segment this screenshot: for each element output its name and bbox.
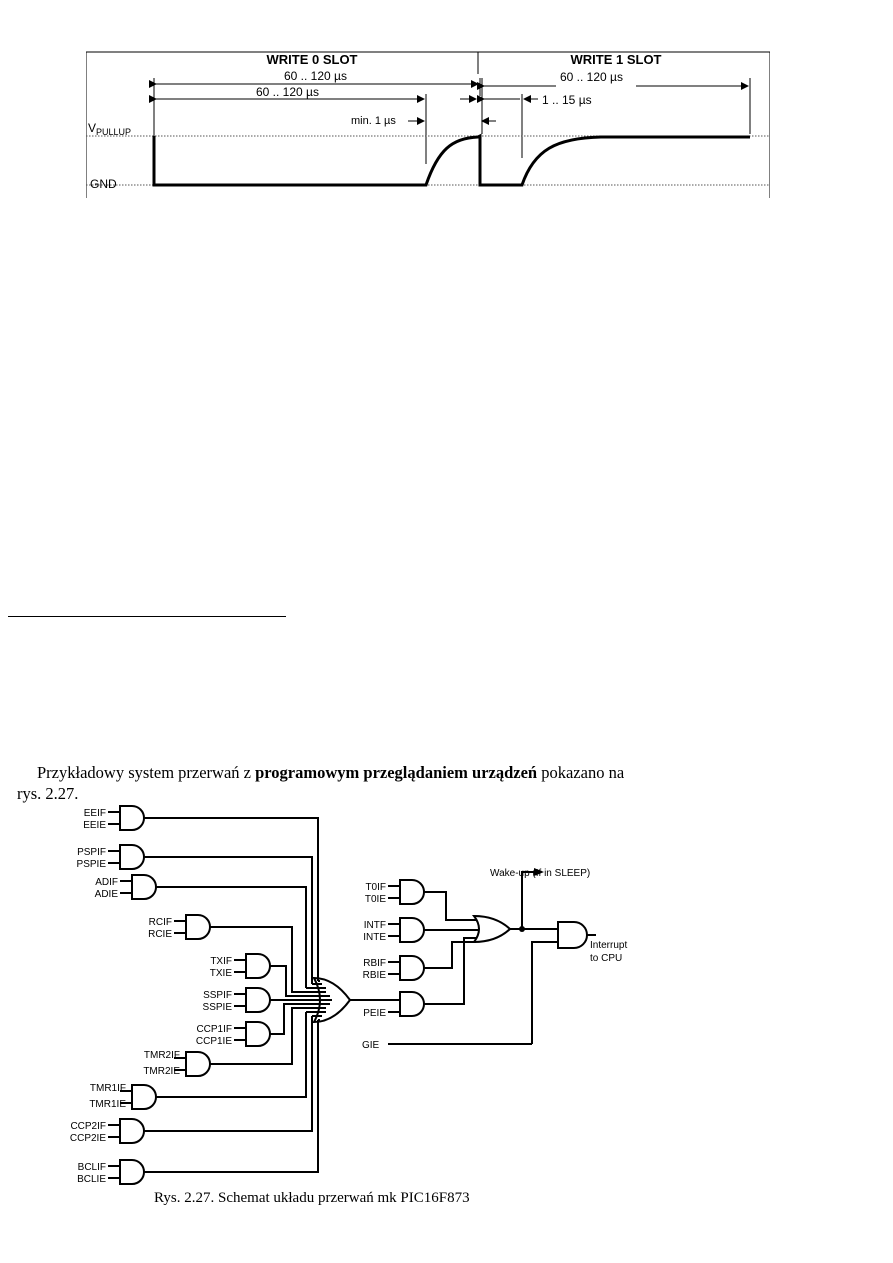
label-tmr1ie: TMR1IE	[89, 1099, 126, 1110]
wire-ad	[156, 886, 307, 988]
and-gate-int	[399, 917, 425, 943]
and-gate-rc	[185, 914, 211, 940]
and-gate-final	[557, 921, 588, 949]
label-to-cpu: to CPU	[590, 953, 622, 964]
label-ccp1ie: CCP1IE	[196, 1036, 232, 1047]
label-bclif: BCLIF	[78, 1162, 106, 1173]
and-gate-ssp	[245, 987, 271, 1013]
and-gate-bcl	[119, 1159, 145, 1185]
label-ccp2if: CCP2IF	[70, 1121, 106, 1132]
label-interrupt: Interrupt	[590, 940, 627, 951]
label-tmr2ie: TMR2IE	[143, 1066, 180, 1077]
and-gate-rb	[399, 955, 425, 981]
label-t0if: T0IF	[365, 882, 386, 893]
intro-paragraph: Przykładowy system przerwań z programowy…	[17, 762, 647, 804]
figure-caption: Rys. 2.27. Schemat układu przerwań mk PI…	[154, 1190, 470, 1206]
and-gate-ad	[131, 874, 157, 900]
label-inte: INTE	[363, 932, 386, 943]
label-gie: GIE	[362, 1040, 380, 1051]
label-peie: PEIE	[363, 1008, 386, 1019]
label-pspif: PSPIF	[77, 847, 106, 858]
interrupt-logic-diagram: EEIF EEIE PSPIF PSPIE ADIF ADIE RCIF RCI…	[70, 805, 627, 1185]
slot1-total-label: 60 .. 120 µs	[560, 70, 623, 84]
wire-rc	[210, 926, 326, 993]
label-bclie: BCLIE	[77, 1174, 106, 1185]
wire-rb	[424, 941, 476, 969]
peripheral-or-gate	[312, 976, 352, 1024]
label-rcie: RCIE	[148, 929, 172, 940]
label-t0ie: T0IE	[365, 894, 386, 905]
wire-psp	[144, 856, 313, 984]
and-gate-ee	[119, 805, 145, 831]
label-adif: ADIF	[95, 877, 118, 888]
label-wakeup: Wake-up (If in SLEEP)	[490, 868, 590, 879]
and-gate-ccp2	[119, 1118, 145, 1144]
wire-bcl	[144, 1020, 319, 1173]
peripheral-input-stubs	[108, 811, 246, 1179]
label-sspie: SSPIE	[203, 1002, 233, 1013]
vpullup-label: VPULLUP	[88, 121, 131, 137]
write0-title: WRITE 0 SLOT	[267, 52, 358, 67]
label-rcif: RCIF	[149, 917, 172, 928]
wire-ccp2	[144, 1016, 313, 1132]
label-txie: TXIE	[210, 968, 233, 979]
wire-ccp1	[270, 1003, 330, 1035]
and-gate-tmr2	[185, 1051, 211, 1077]
label-eeif: EEIF	[84, 808, 106, 819]
slot1-low-label: 1 .. 15 µs	[542, 93, 592, 107]
label-eeie: EEIE	[83, 820, 106, 831]
label-tmr2if: TMR2IF	[144, 1050, 180, 1061]
junction-dot	[519, 926, 525, 932]
wire-t0	[424, 891, 476, 921]
and-gate-psp	[119, 844, 145, 870]
label-txif: TXIF	[210, 956, 232, 967]
label-sspif: SSPIF	[203, 990, 232, 1001]
intro-text-1: Przykładowy system przerwań z	[37, 763, 256, 782]
and-gate-t0	[399, 879, 425, 905]
label-rbie: RBIE	[363, 970, 387, 981]
and-gate-tmr1	[131, 1084, 157, 1110]
wire-wakeup	[521, 871, 534, 929]
and-gate-ccp1	[245, 1021, 271, 1047]
label-pspie: PSPIE	[77, 859, 107, 870]
label-rbif: RBIF	[363, 958, 386, 969]
slot0-total-label: 60 .. 120 µs	[284, 69, 347, 83]
label-tmr1if: TMR1IF	[90, 1083, 126, 1094]
intro-text-bold: programowym przeglądaniem urządzeń	[255, 763, 538, 782]
waveform	[152, 133, 750, 187]
gnd-label: GND	[90, 177, 117, 191]
write1-title: WRITE 1 SLOT	[571, 52, 662, 67]
and-gate-peie	[399, 991, 425, 1017]
wire-gie	[531, 941, 558, 1044]
wakeup-arrow-icon	[534, 868, 544, 876]
write-slot-timing-diagram: WRITE 0 SLOT WRITE 1 SLOT 60 .. 120 µs 6…	[86, 51, 770, 198]
recovery-label: min. 1 µs	[351, 115, 396, 127]
wire-tx	[270, 965, 330, 997]
label-ccp1if: CCP1IF	[196, 1024, 232, 1035]
wire-ee	[144, 817, 319, 981]
label-intf: INTF	[364, 920, 386, 931]
slot0-low-label: 60 .. 120 µs	[256, 85, 319, 99]
label-adie: ADIE	[95, 889, 119, 900]
label-ccp2ie: CCP2IE	[70, 1133, 106, 1144]
wire-peie-out	[424, 937, 476, 1005]
wire-tmr1	[156, 1012, 307, 1098]
and-gate-tx	[245, 953, 271, 979]
core-or-gate	[471, 914, 512, 944]
wire-tmr2	[210, 1007, 326, 1065]
intro-text-2: pokazano na rys. 2.27.	[17, 763, 625, 803]
footnote-separator	[8, 616, 286, 617]
core-input-stubs	[388, 885, 400, 975]
